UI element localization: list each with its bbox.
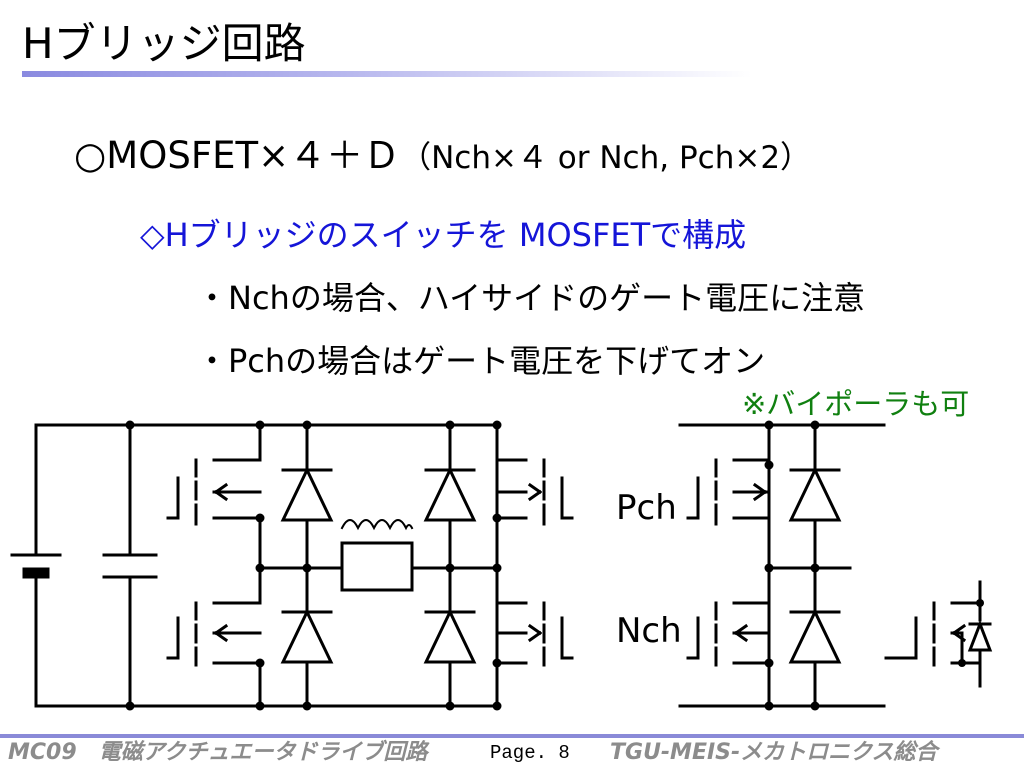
inductor-coil bbox=[340, 519, 414, 531]
load-resistor bbox=[340, 541, 414, 592]
junction-dots bbox=[125, 420, 502, 711]
footer-divider bbox=[0, 734, 1024, 738]
subheading: ◇Hブリッジのスイッチを MOSFETで構成 bbox=[140, 216, 747, 254]
pn-diode-high bbox=[788, 423, 842, 570]
mosfet-pch bbox=[686, 458, 771, 526]
diode-left-high bbox=[280, 423, 334, 570]
diode-left-low bbox=[280, 566, 334, 708]
page-title: Hブリッジ回路 bbox=[22, 19, 306, 68]
footer-course: MC09 電磁アクチュエータドライブ回路 bbox=[8, 740, 428, 765]
heading-paren: （Nch×４ or Nch, Pch×2） bbox=[400, 140, 812, 176]
label-pch: Pch bbox=[616, 488, 677, 528]
bullet-pch: ・Pchの場合はゲート電圧を下げてオン bbox=[196, 342, 766, 380]
label-nch: Nch bbox=[616, 611, 682, 651]
mosfet-body-diode-symbol bbox=[884, 580, 993, 688]
battery-plate-short bbox=[22, 567, 50, 579]
bullet-nch: ・Nchの場合、ハイサイドのゲート電圧に注意 bbox=[196, 279, 866, 317]
diode-right-low bbox=[423, 566, 477, 708]
pn-junction-dots bbox=[764, 420, 984, 711]
mosfet-left-high bbox=[166, 423, 262, 570]
capacitor bbox=[102, 423, 158, 708]
bipolar-note: ※バイポーラも可 bbox=[742, 387, 970, 421]
mosfet-left-low bbox=[166, 566, 262, 708]
pn-diode-low bbox=[788, 566, 842, 708]
main-heading: ○MOSFET×４＋Ｄ（Nch×４ or Nch, Pch×2） bbox=[74, 132, 811, 182]
mosfet-right-high bbox=[495, 458, 574, 526]
footer-department: TGU-MEIS-メカトロニクス総合 bbox=[610, 740, 938, 765]
title-underline bbox=[22, 71, 752, 77]
heading-main: ○MOSFET×４＋Ｄ bbox=[74, 134, 401, 177]
mosfet-right-low bbox=[495, 601, 574, 667]
footer-page-number: Page. 8 bbox=[490, 742, 570, 764]
mosfet-nch bbox=[686, 601, 771, 667]
diode-right-high bbox=[423, 423, 477, 570]
